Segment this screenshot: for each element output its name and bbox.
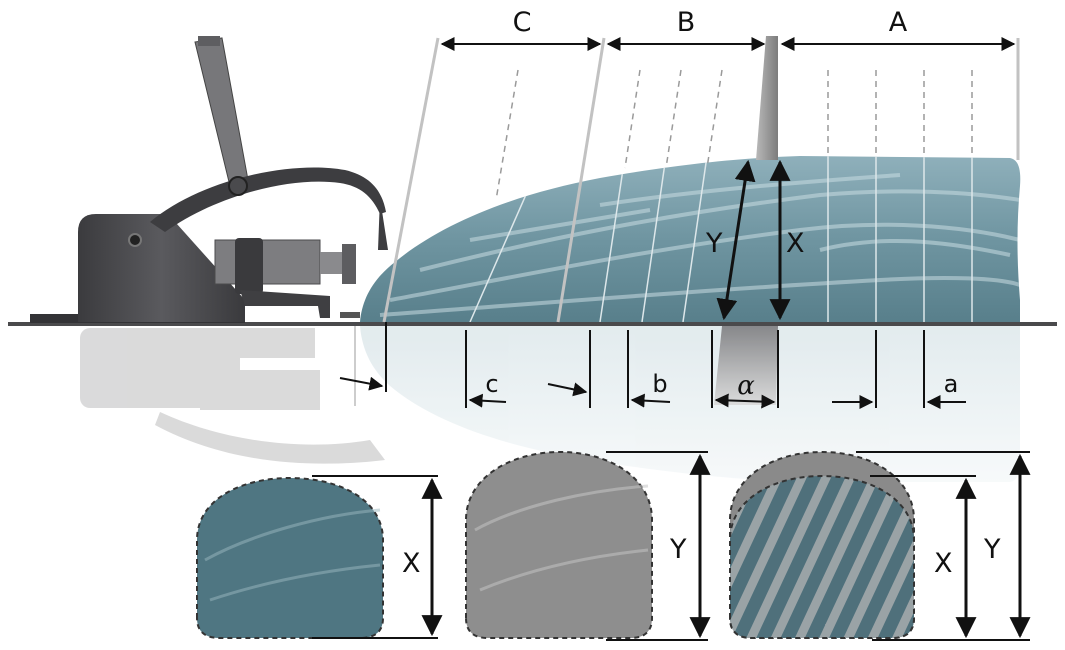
reflection (80, 326, 1021, 482)
blade (756, 36, 778, 160)
overlay-y-label: Y (983, 534, 1001, 565)
interval-label-b: b (652, 370, 667, 398)
zone-label-c: C (513, 7, 532, 38)
log (360, 156, 1021, 322)
interval-label-a: a (944, 370, 959, 398)
cross-section-y (465, 450, 653, 639)
section-y-label: Y (669, 534, 687, 565)
zone-label-a: A (889, 7, 908, 38)
cross-section-overlay (729, 450, 915, 639)
y-height-label: Y (705, 228, 723, 259)
zone-label-b: B (677, 7, 696, 38)
section-x-label: X (402, 548, 421, 579)
cutting-machine (30, 36, 388, 323)
interval-label-c: c (485, 370, 498, 398)
angle-label: α (737, 371, 755, 401)
y-height-arrow (716, 159, 756, 321)
pivot-bolt-icon (128, 233, 142, 247)
arm-pivot-icon (228, 176, 248, 196)
x-height-label: X (786, 228, 805, 259)
overlay-x-label: X (934, 548, 953, 579)
cut-lines (382, 37, 1020, 323)
guide-lines (495, 69, 973, 201)
cross-section-x (196, 476, 384, 639)
interval-markers (385, 322, 925, 408)
